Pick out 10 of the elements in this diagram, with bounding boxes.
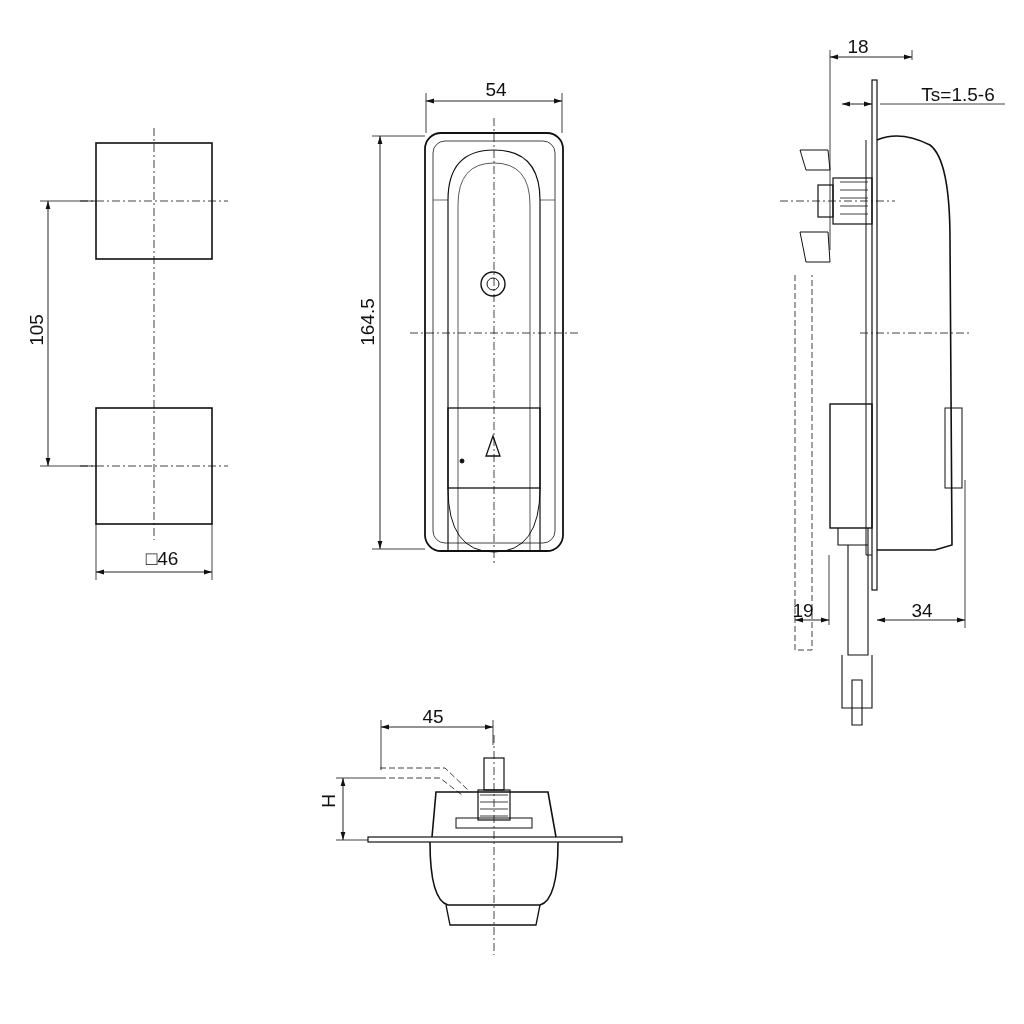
dimension-label: 18: [847, 36, 869, 56]
dimension-label: 19: [792, 600, 814, 620]
dimension-label: 45: [422, 706, 444, 726]
dimension-label: 54: [485, 79, 507, 99]
dimension-label: 34: [911, 600, 933, 620]
dimension-label: □46: [145, 548, 179, 568]
dimension-label: H: [318, 794, 338, 808]
dimension-label: 105: [26, 314, 46, 346]
dimension-label: 164.5: [357, 298, 377, 346]
dimension-label: Ts=1.5-6: [921, 84, 995, 104]
